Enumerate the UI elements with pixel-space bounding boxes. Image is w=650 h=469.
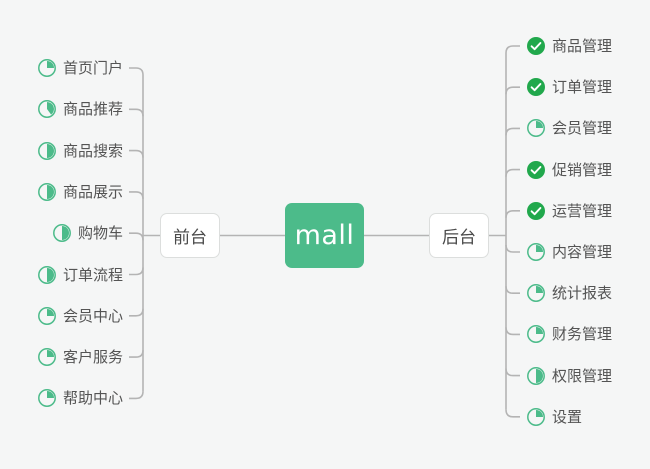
leaf-item-label: 运营管理 xyxy=(552,201,613,220)
leaf-item[interactable]: 商品推荐 xyxy=(0,97,123,121)
leaf-item[interactable]: 会员管理 xyxy=(526,116,612,140)
leaf-item[interactable]: 首页门户 xyxy=(0,56,123,80)
leaf-item[interactable]: 统计报表 xyxy=(526,281,612,305)
pie-icon xyxy=(38,265,56,284)
leaf-item-label: 内容管理 xyxy=(552,243,613,261)
leaf-item-label: 购物车 xyxy=(77,224,123,243)
root-node-label: mall xyxy=(294,220,355,251)
leaf-item[interactable]: 设置 xyxy=(526,405,582,429)
branch-node-backend-label: 后台 xyxy=(442,228,476,248)
leaf-item[interactable]: 购物车 xyxy=(0,221,123,245)
pie-icon xyxy=(38,182,56,201)
leaf-item[interactable]: 财务管理 xyxy=(526,322,612,346)
leaf-item-label: 促销管理 xyxy=(552,160,613,179)
leaf-item-label: 设置 xyxy=(552,407,583,426)
leaf-item[interactable]: 商品展示 xyxy=(0,180,123,204)
leaf-item-label: 商品搜索 xyxy=(62,141,123,160)
branch-node-frontend[interactable]: 前台 xyxy=(160,213,220,258)
leaf-item[interactable]: 促销管理 xyxy=(526,158,612,182)
check-circle-icon xyxy=(527,78,545,97)
branch-node-backend[interactable]: 后台 xyxy=(429,213,489,258)
leaf-item-label: 商品展示 xyxy=(62,182,123,201)
check-circle-icon xyxy=(527,201,545,220)
leaf-item[interactable]: 内容管理 xyxy=(526,240,612,264)
leaf-item[interactable]: 运营管理 xyxy=(526,199,612,223)
leaf-item-label: 首页门户 xyxy=(62,59,123,77)
pie-icon xyxy=(38,306,56,325)
leaf-item-label: 权限管理 xyxy=(552,366,613,385)
check-circle-icon xyxy=(527,160,545,179)
leaf-item[interactable]: 客户服务 xyxy=(0,345,123,369)
leaf-item[interactable]: 权限管理 xyxy=(526,364,612,388)
leaf-item-label: 商品推荐 xyxy=(62,100,123,119)
pie-icon xyxy=(527,407,545,426)
pie-icon xyxy=(38,348,56,367)
pie-icon xyxy=(527,243,545,261)
leaf-item-label: 商品管理 xyxy=(552,37,613,55)
leaf-item[interactable]: 帮助中心 xyxy=(0,386,123,410)
leaf-item-label: 会员管理 xyxy=(552,119,613,138)
leaf-item[interactable]: 商品管理 xyxy=(526,34,612,58)
leaf-item-label: 统计报表 xyxy=(552,284,613,303)
check-circle-icon xyxy=(527,37,545,55)
root-node[interactable]: mall xyxy=(285,203,364,268)
leaf-item[interactable]: 订单管理 xyxy=(526,75,612,99)
pie-icon xyxy=(38,59,56,77)
branch-node-frontend-label: 前台 xyxy=(173,228,207,248)
leaf-item[interactable]: 会员中心 xyxy=(0,304,123,328)
pie-icon xyxy=(527,284,545,303)
pie-icon xyxy=(527,119,545,138)
leaf-item[interactable]: 订单流程 xyxy=(0,263,123,287)
leaf-item-label: 订单流程 xyxy=(62,265,123,284)
leaf-item[interactable]: 商品搜索 xyxy=(0,139,123,163)
pie-icon xyxy=(527,366,545,385)
leaf-item-label: 帮助中心 xyxy=(62,389,123,408)
pie-icon xyxy=(527,325,545,344)
pie-icon xyxy=(53,224,71,243)
pie-icon xyxy=(38,100,56,119)
pie-icon xyxy=(38,389,56,408)
pie-icon xyxy=(38,141,56,160)
leaf-item-label: 会员中心 xyxy=(62,306,123,325)
leaf-item-label: 订单管理 xyxy=(552,78,613,97)
leaf-item-label: 财务管理 xyxy=(552,325,613,344)
leaf-item-label: 客户服务 xyxy=(62,348,123,367)
